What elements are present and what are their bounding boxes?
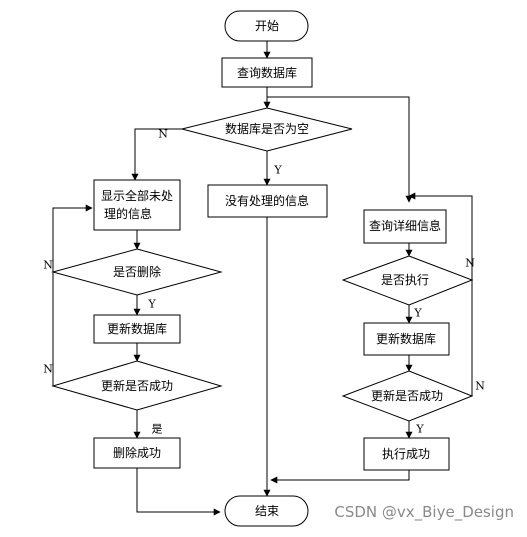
update-right-yes-label: Y <box>415 423 424 436</box>
query-detail-label: 查询详细信息 <box>369 218 441 233</box>
no-info-box <box>207 184 328 218</box>
update-right-no-label: N <box>475 380 485 393</box>
show-all-label-line2: 理的信息 <box>104 206 152 221</box>
csdn-watermark: CSDN @vx_Biye_Design <box>334 503 514 522</box>
edge-delete-ok-to-end <box>136 468 221 516</box>
delete-ok-label: 删除成功 <box>113 445 161 460</box>
query-db-label: 查询数据库 <box>237 65 297 80</box>
end-label: 结束 <box>255 504 279 518</box>
delete-no-label: N <box>43 259 53 272</box>
query-db-box <box>221 57 313 88</box>
delete-yes-label: Y <box>147 298 156 311</box>
edge-execute-ok-to-end <box>270 470 410 484</box>
delete-decision <box>51 248 223 296</box>
empty-no-label: N <box>158 128 168 141</box>
query-detail-box <box>363 209 447 244</box>
execute-yes-label: Y <box>413 307 422 320</box>
update-db-left-label: 更新数据库 <box>107 321 167 336</box>
delete-ok-box <box>93 437 181 469</box>
flow-edges <box>52 41 473 516</box>
show-all-label-line1: 显示全部未处 <box>101 188 173 203</box>
show-all-box <box>93 179 181 231</box>
execute-ok-box <box>363 437 450 471</box>
update-left-yes-label: 是 <box>152 423 163 436</box>
update-ok-left-label: 更新是否成功 <box>101 378 173 393</box>
empty-yes-label: Y <box>273 164 282 177</box>
start-label: 开始 <box>255 19 279 33</box>
edge-execute-no-loop <box>408 192 473 280</box>
update-db-right-label: 更新数据库 <box>376 331 436 346</box>
delete-q-label: 是否删除 <box>113 264 161 279</box>
update-ok-left-decision <box>51 360 223 411</box>
update-ok-right-decision <box>341 370 474 422</box>
edge-delete-no-loop <box>52 204 93 271</box>
edge-query-to-detail <box>267 96 413 203</box>
update-left-no-label: N <box>43 363 53 376</box>
is-empty-decision <box>181 107 353 152</box>
end-terminal <box>224 495 309 527</box>
execute-no-label: N <box>465 257 475 270</box>
no-info-label: 没有处理的信息 <box>225 193 309 208</box>
is-empty-label: 数据库是否为空 <box>225 121 309 136</box>
edge-empty-no <box>131 128 182 181</box>
start-terminal <box>224 10 309 42</box>
execute-q-label: 是否执行 <box>381 273 429 287</box>
update-db-left-box <box>93 314 181 344</box>
update-ok-right-label: 更新是否成功 <box>371 388 443 403</box>
update-db-right-box <box>363 322 450 356</box>
execute-decision <box>341 255 474 306</box>
execute-ok-label: 执行成功 <box>382 447 430 461</box>
